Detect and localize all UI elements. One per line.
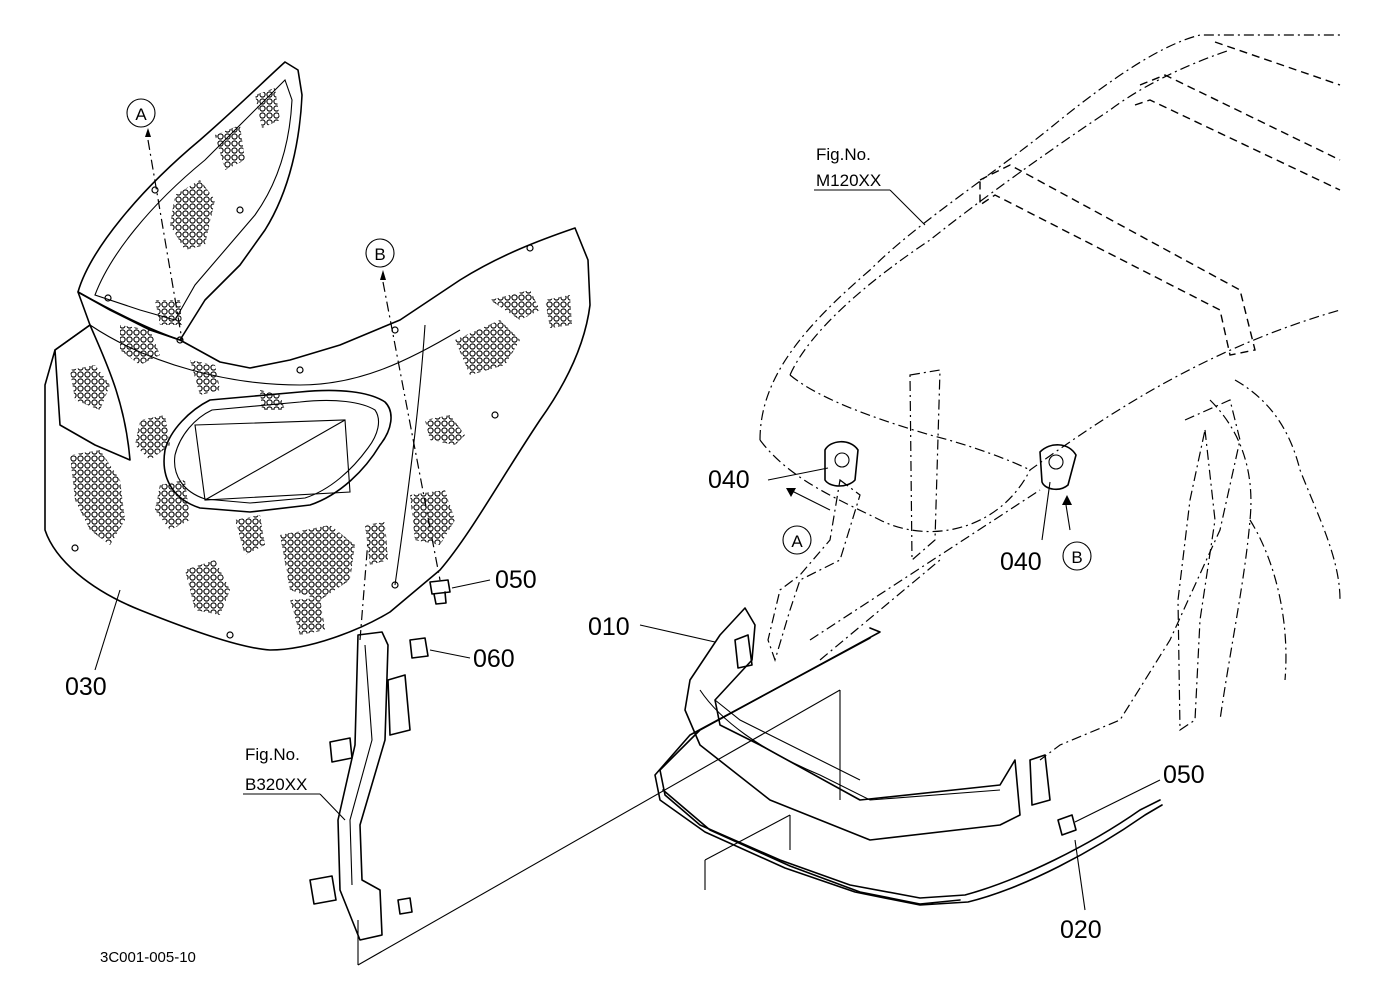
tractor-hood bbox=[759, 34, 1341, 761]
svg-text:020: 020 bbox=[1060, 916, 1102, 944]
fig-ref-number-b320: B320XX bbox=[245, 775, 307, 794]
svg-text:B: B bbox=[1071, 548, 1082, 567]
svg-text:040: 040 bbox=[1000, 548, 1042, 576]
front-bumper-010: 010 bbox=[588, 607, 1051, 841]
rubber-strip-020: 020 bbox=[654, 627, 1163, 944]
svg-text:A: A bbox=[791, 532, 803, 551]
fig-ref-label-m120: Fig.No. bbox=[816, 145, 871, 164]
svg-text:050: 050 bbox=[1163, 761, 1205, 789]
nut-040-left: 040 bbox=[708, 440, 859, 494]
bolt-050-left: 050 bbox=[429, 566, 537, 605]
drawing-code: 3C001-005-10 bbox=[100, 949, 196, 966]
fig-ref-label-b320: Fig.No. bbox=[245, 745, 300, 764]
bolt-050-right: 050 bbox=[1057, 761, 1205, 836]
svg-text:050: 050 bbox=[495, 566, 537, 594]
callout-a-top: A bbox=[126, 98, 183, 341]
mounting-bracket: 060 bbox=[309, 539, 515, 941]
svg-text:060: 060 bbox=[473, 645, 515, 673]
svg-text:010: 010 bbox=[588, 613, 630, 641]
fig-ref-number-m120: M120XX bbox=[816, 171, 881, 190]
callout-b-bottom: B bbox=[1062, 495, 1092, 571]
svg-text:A: A bbox=[135, 105, 147, 124]
callout-a-bottom: A bbox=[782, 488, 831, 555]
svg-text:B: B bbox=[374, 245, 385, 264]
front-panel-030 bbox=[44, 61, 591, 651]
callout-b-top: B bbox=[365, 238, 441, 581]
label-030: 030 bbox=[65, 673, 107, 701]
nut-040-right: 040 bbox=[1000, 444, 1077, 576]
svg-text:040: 040 bbox=[708, 466, 750, 494]
